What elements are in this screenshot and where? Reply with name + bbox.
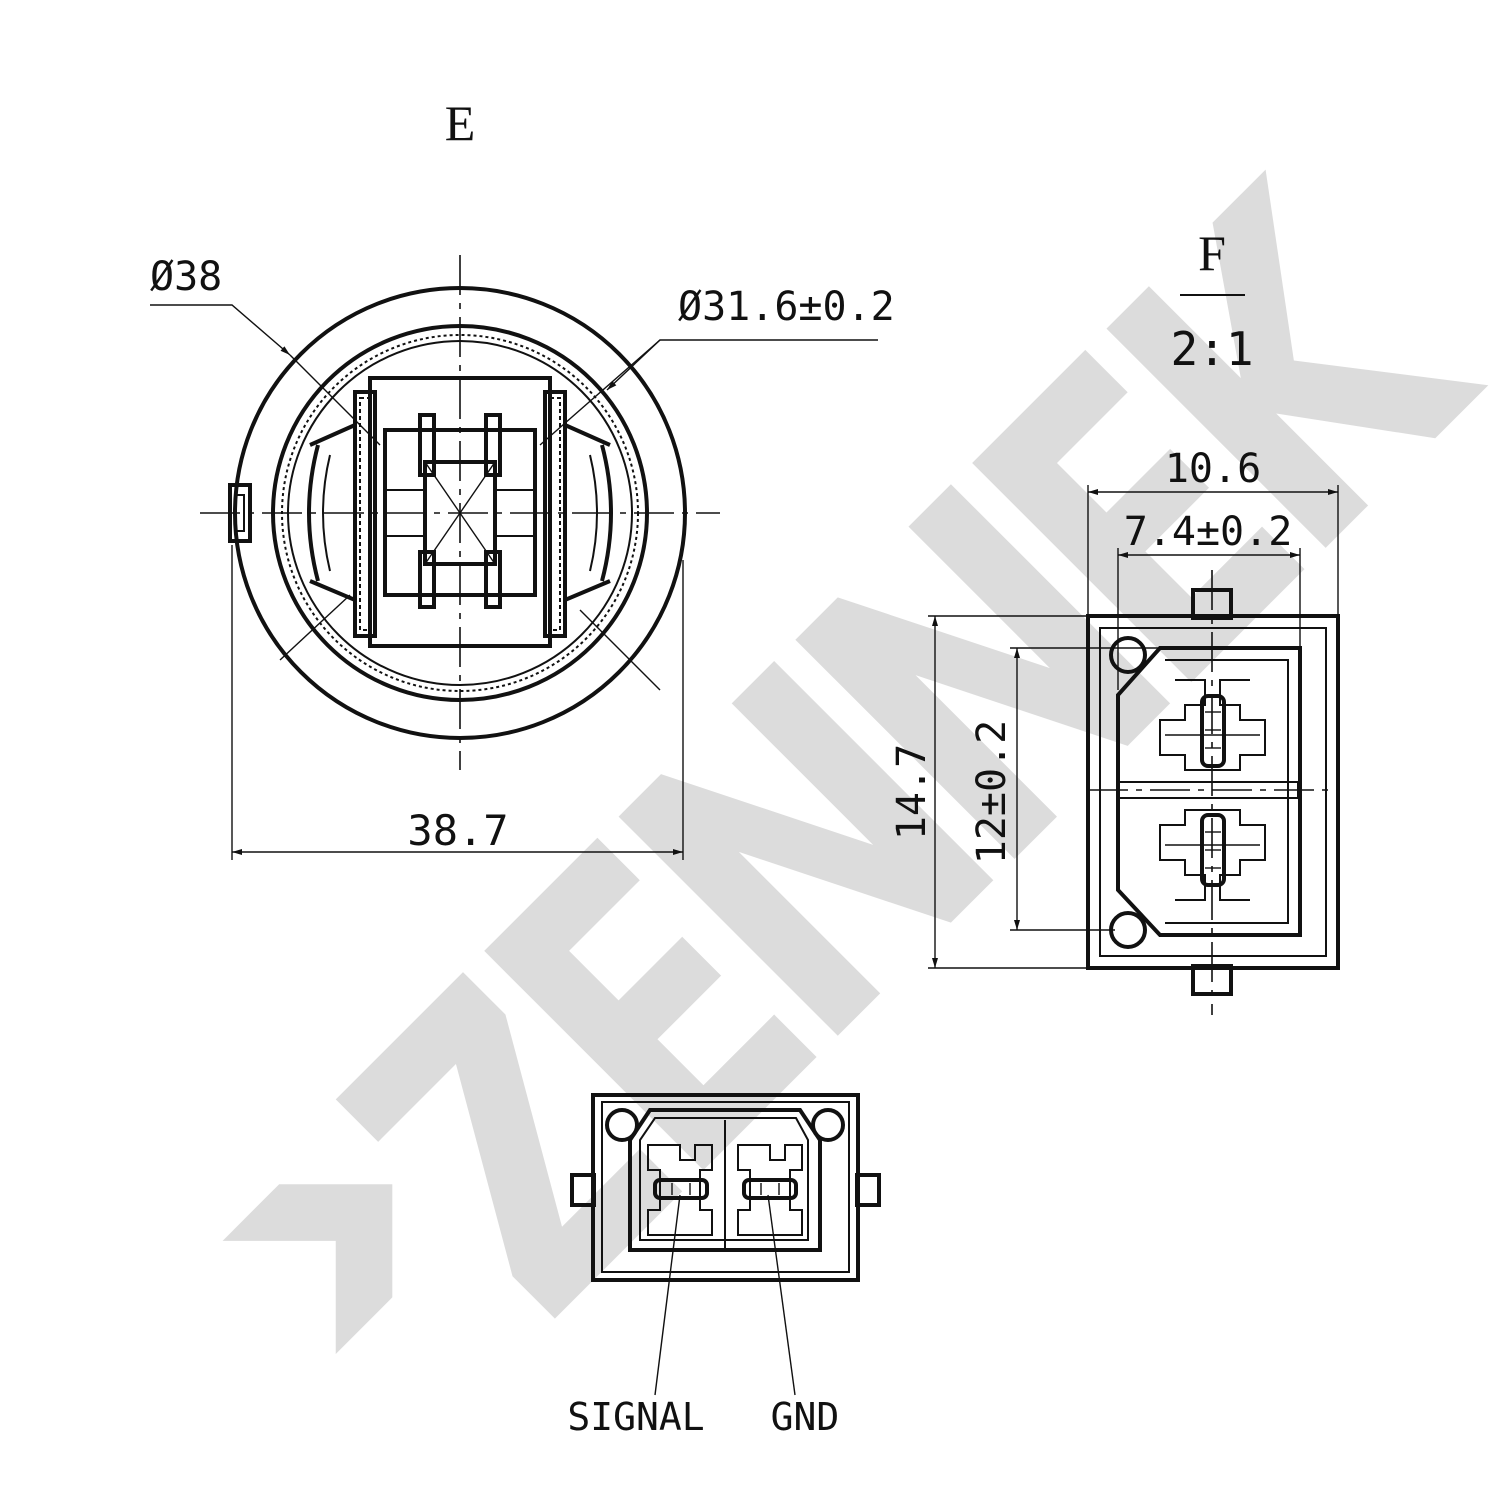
pin-signal-label: SIGNAL — [567, 1395, 704, 1439]
view-f-label: F — [1198, 225, 1226, 281]
pin-gnd-callout: GND — [767, 1194, 840, 1439]
dim-f-width: 10.6 — [1087, 446, 1339, 616]
dim-outer-diameter: Ø38 — [150, 254, 291, 356]
view-e — [200, 255, 720, 770]
dim-inner-diameter: Ø31.6±0.2 — [606, 284, 895, 391]
dim-inner-diameter-text: Ø31.6±0.2 — [678, 284, 895, 330]
pin-gnd-label: GND — [771, 1395, 840, 1439]
dim-f-inner-width: 7.4±0.2 — [1117, 509, 1301, 690]
dim-f-width-text: 10.6 — [1165, 446, 1261, 492]
view-e-label: E — [445, 95, 476, 151]
dim-overall-width-text: 38.7 — [407, 806, 508, 855]
watermark-logo — [222, 169, 1489, 1354]
dim-overall-width: 38.7 — [231, 545, 684, 860]
view-f-title: F 2:1 — [1170, 225, 1253, 376]
pin-signal-callout: SIGNAL — [567, 1194, 705, 1439]
dim-f-inner-width-text: 7.4±0.2 — [1124, 509, 1293, 555]
dim-f-pitch-text: 12±0.2 — [969, 720, 1015, 865]
dim-f-height: 14.7 — [889, 615, 1088, 969]
connector-face — [570, 1093, 881, 1282]
dim-f-pitch: 12±0.2 — [969, 647, 1160, 931]
view-f — [1086, 570, 1340, 1015]
view-f-scale: 2:1 — [1170, 322, 1253, 376]
dim-outer-diameter-text: Ø38 — [150, 254, 222, 300]
dim-f-height-text: 14.7 — [889, 744, 935, 840]
